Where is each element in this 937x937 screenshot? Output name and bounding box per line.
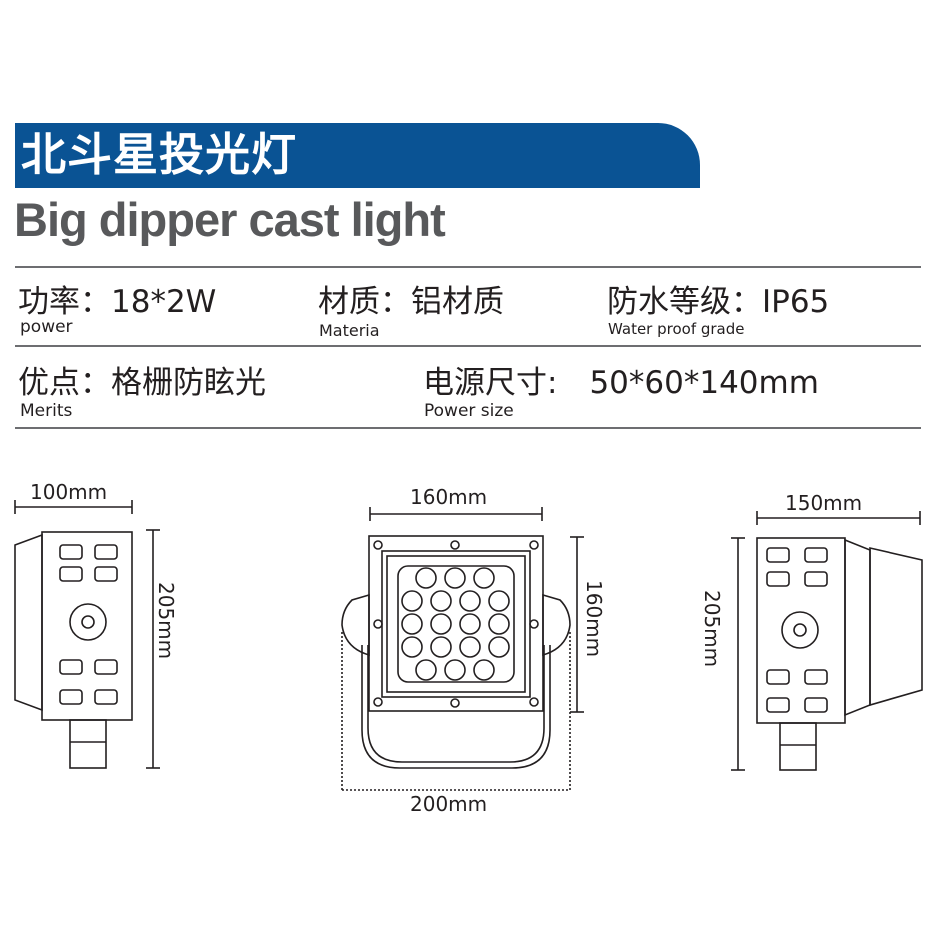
spec-label-en: Power size: [424, 401, 514, 421]
led-lens: [488, 613, 510, 635]
spec-merits: 优点：格栅防眩光: [18, 366, 266, 400]
led-lens: [473, 567, 495, 589]
spec-label-en: Merits: [20, 401, 73, 421]
led-lens: [401, 613, 423, 635]
dim-left-height: 205mm: [154, 582, 178, 660]
led-lens: [430, 590, 452, 612]
spec-label: 优点：: [18, 365, 111, 401]
spec-label-en: power: [20, 317, 73, 337]
led-lens: [459, 636, 481, 658]
dim-bracket-width: 200mm: [410, 792, 488, 816]
spec-value: 铝材质: [411, 284, 504, 320]
side-view-left-drawing: [14, 500, 160, 769]
divider: [15, 345, 921, 347]
led-lens: [430, 613, 452, 635]
dim-front-height: 160mm: [582, 580, 606, 658]
led-lens: [444, 567, 466, 589]
spec-power: 功率：18*2W: [18, 285, 216, 319]
front-view-drawing: [341, 507, 584, 791]
led-lens: [488, 636, 510, 658]
spec-power-size: 电源尺寸: 50*60*140mm: [423, 366, 819, 400]
spec-label-en: Materia: [319, 321, 380, 340]
spec-label: 材质：: [318, 284, 411, 320]
led-lens: [401, 590, 423, 612]
led-lens: [488, 590, 510, 612]
divider: [15, 266, 921, 268]
product-title-en: Big dipper cast light: [14, 193, 446, 246]
spec-value: 50*60*140mm: [589, 365, 819, 401]
spec-value: 格栅防眩光: [111, 365, 266, 401]
led-lens: [401, 636, 423, 658]
led-lens: [459, 590, 481, 612]
spec-waterproof: 防水等级：IP65: [607, 285, 829, 319]
spec-value: 18*2W: [111, 284, 217, 320]
led-lens: [459, 613, 481, 635]
title-banner: 北斗星投光灯: [15, 123, 700, 188]
led-lens: [415, 659, 437, 681]
led-lens: [415, 567, 437, 589]
led-lens: [444, 659, 466, 681]
dim-right-height: 205mm: [700, 590, 724, 668]
product-title-cn: 北斗星投光灯: [21, 128, 298, 181]
side-view-right-drawing: [731, 511, 923, 771]
led-grid: [401, 567, 510, 681]
spec-label-en: Water proof grade: [608, 320, 745, 338]
spec-label: 防水等级：: [607, 284, 762, 320]
dim-left-width: 100mm: [30, 480, 108, 504]
spec-label: 电源尺寸:: [423, 365, 558, 401]
spec-value: IP65: [762, 284, 830, 320]
led-lens: [430, 636, 452, 658]
dim-front-width: 160mm: [410, 485, 488, 509]
spec-label: 功率：: [18, 284, 111, 320]
spec-material: 材质：铝材质: [318, 285, 504, 319]
led-lens: [473, 659, 495, 681]
divider: [15, 427, 921, 429]
dim-right-width: 150mm: [785, 491, 863, 515]
